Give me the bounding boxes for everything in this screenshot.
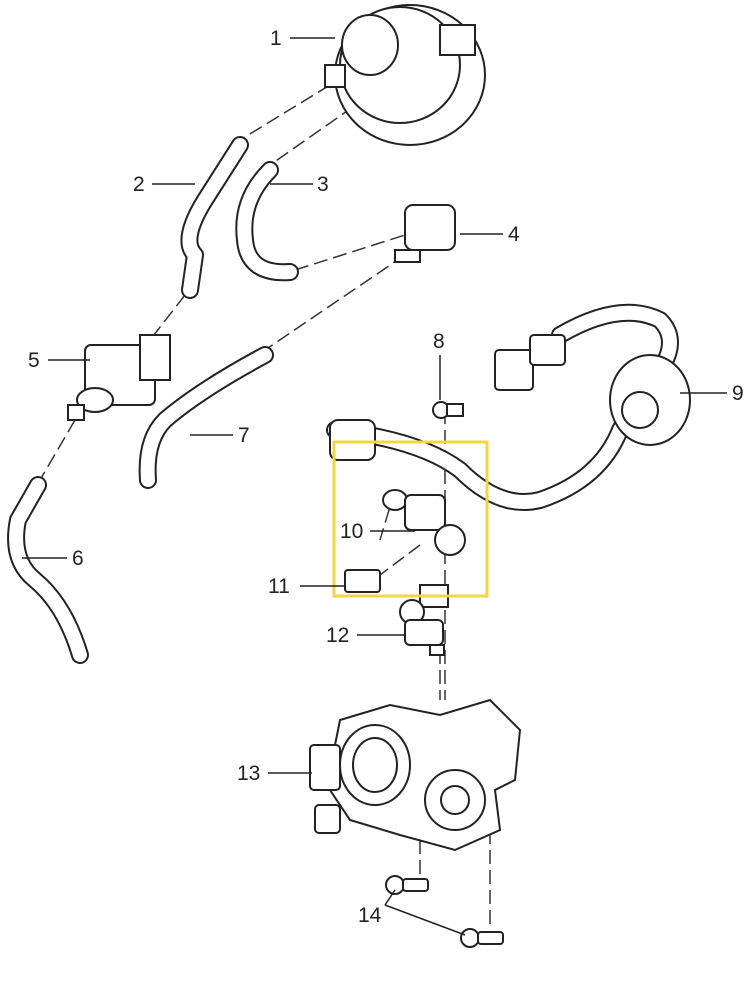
leader-lines: [22, 37, 727, 936]
callout-5: 5: [28, 349, 40, 372]
part-1-canister: [324, 4, 486, 146]
part-4-connector: [394, 204, 456, 263]
callout-10: 10: [340, 520, 363, 543]
part-8-bolt: [432, 401, 464, 419]
part-3-hose: [235, 161, 299, 282]
callout-7: 7: [238, 424, 250, 447]
part-9-fuel-line: [326, 303, 691, 511]
part-11-clip: [344, 569, 381, 593]
callout-8: 8: [433, 330, 445, 353]
part-10-sensor: [382, 489, 466, 556]
callout-12: 12: [326, 624, 349, 647]
highlight-box: [332, 440, 489, 598]
part-5-valve: [67, 334, 171, 421]
part-6-hose: [7, 476, 89, 664]
callout-14: 14: [358, 904, 382, 927]
callout-3: 3: [317, 173, 329, 196]
callout-11: 11: [268, 575, 290, 598]
callout-13: 13: [237, 762, 260, 785]
part-14-bolts: [385, 875, 504, 948]
part-7-hose: [138, 346, 274, 489]
callout-9: 9: [732, 382, 744, 405]
callout-2: 2: [133, 173, 145, 196]
callout-4: 4: [508, 223, 520, 246]
part-2-hose: [180, 136, 249, 299]
callout-6: 6: [72, 547, 84, 570]
part-13-throttle-body: [309, 698, 522, 852]
callout-1: 1: [270, 27, 282, 50]
